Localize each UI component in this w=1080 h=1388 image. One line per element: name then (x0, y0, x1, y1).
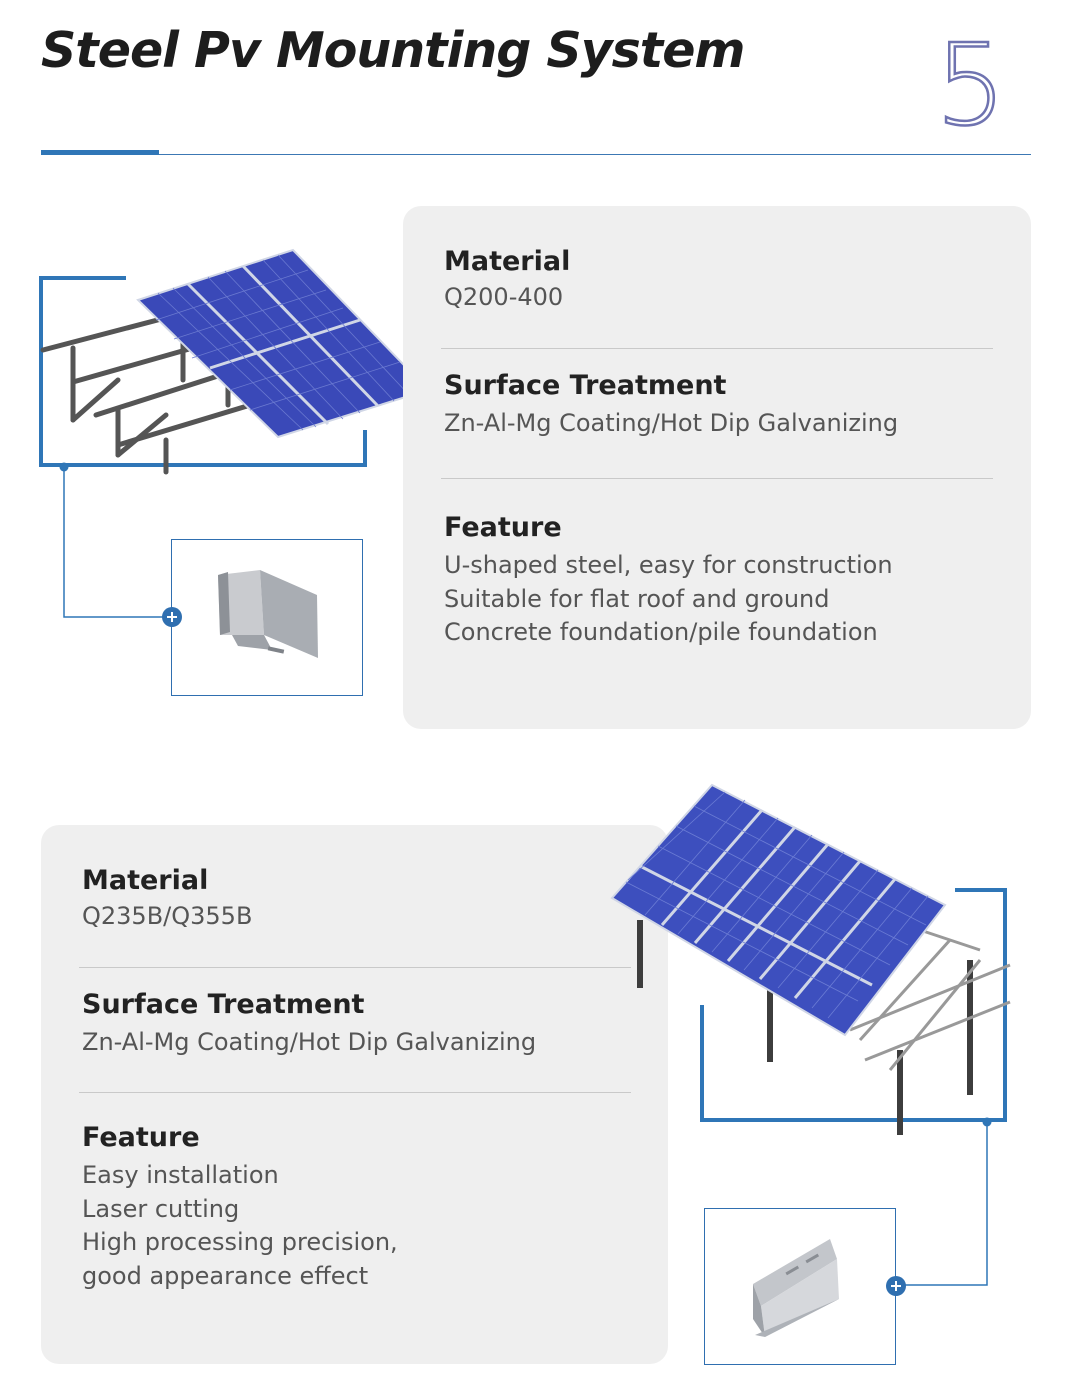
surface-label: Surface Treatment (82, 989, 365, 1020)
feature-item: Concrete foundation/pile foundation (444, 618, 878, 646)
system1-detail-box (171, 539, 363, 696)
divider (441, 348, 993, 349)
surface-value: Zn-Al-Mg Coating/Hot Dip Galvanizing (444, 409, 899, 437)
system2-bracket-frame (700, 888, 1007, 1122)
page-number: 5 (934, 21, 1008, 151)
system2-surface: Surface Treatment Zn-Al-Mg Coating/Hot D… (82, 989, 536, 1060)
material-label: Material (82, 865, 209, 896)
feature-item: Easy installation (82, 1161, 279, 1189)
system1-connector-dot (59, 462, 69, 472)
plus-circle-icon (162, 607, 182, 627)
system1-bracket-frame (39, 276, 367, 467)
divider (441, 478, 993, 479)
system1-connector-line (63, 465, 170, 618)
divider (79, 967, 631, 968)
feature-label: Feature (82, 1122, 200, 1153)
divider (79, 1092, 631, 1093)
system2-illustration (610, 783, 1011, 1286)
feature-label: Feature (444, 512, 562, 543)
system2-front-posts (637, 920, 773, 1062)
material-label: Material (444, 246, 571, 277)
system2-connector-dot (982, 1117, 992, 1127)
header-rule (41, 154, 1031, 155)
system2-connector-line (905, 1122, 988, 1286)
feature-item: U-shaped steel, easy for construction (444, 551, 893, 579)
material-value: Q200-400 (444, 283, 564, 311)
system2-feature: Feature Easy installation Laser cutting … (82, 1122, 398, 1293)
system1-material: Material Q200-400 (444, 246, 570, 315)
feature-item: Laser cutting (82, 1194, 240, 1223)
system2-detail-box (704, 1208, 896, 1365)
system1-spec-card: Material Q200-400 Surface Treatment Zn-A… (403, 206, 1031, 729)
feature-item: good appearance effect (82, 1261, 369, 1290)
system2-solar-panels (610, 783, 947, 1037)
feature-item: Suitable for flat roof and ground (444, 584, 830, 613)
c-channel-steel-image (753, 1239, 839, 1337)
feature-item: High processing precision, (82, 1228, 398, 1256)
surface-value: Zn-Al-Mg Coating/Hot Dip Galvanizing (82, 1028, 537, 1056)
surface-label: Surface Treatment (444, 370, 727, 401)
system1-illustration (39, 248, 430, 618)
system2-spec-card: Material Q235B/Q355B Surface Treatment Z… (41, 825, 668, 1364)
plus-circle-icon (886, 1276, 906, 1296)
system1-feature: Feature U-shaped steel, easy for constru… (444, 512, 893, 650)
header-accent-bar (41, 150, 159, 155)
system1-surface: Surface Treatment Zn-Al-Mg Coating/Hot D… (444, 370, 898, 441)
material-value: Q235B/Q355B (82, 902, 253, 930)
system2-material: Material Q235B/Q355B (82, 865, 252, 934)
u-channel-steel-image (218, 570, 318, 658)
page-title: Steel Pv Mounting System (41, 22, 745, 79)
system1-solar-panels (136, 248, 430, 439)
